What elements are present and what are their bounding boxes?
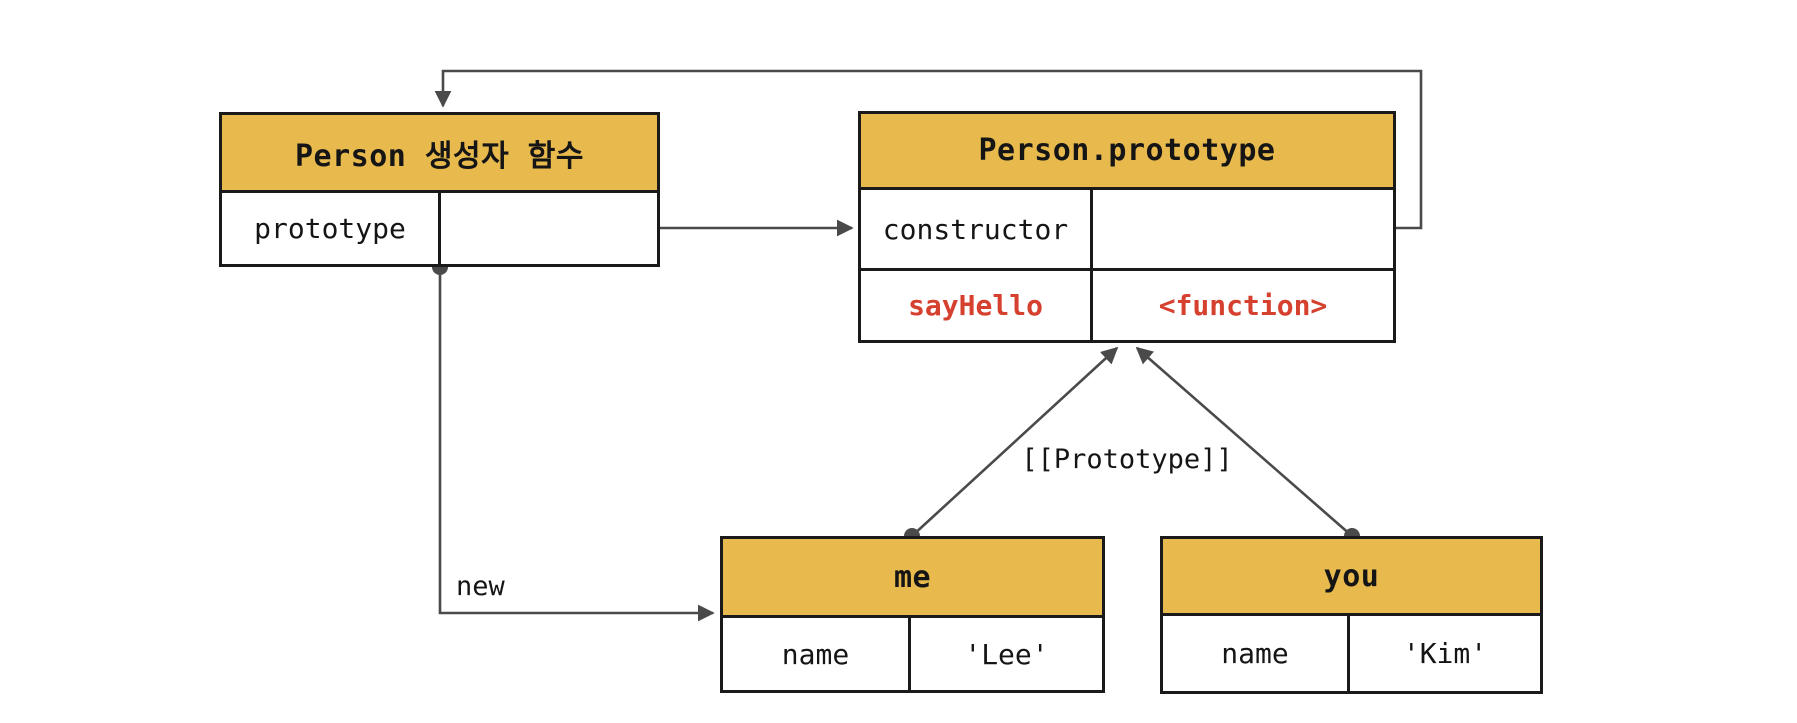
me-name-key-cell: name [723,618,911,690]
person-constructor-header: Person 생성자 함수 [222,115,657,193]
person-prototype-title: Person.prototype [978,133,1276,168]
me-instance-header: me [723,539,1102,618]
sayhello-key-cell: sayHello [861,271,1093,340]
constructor-value-cell [1093,190,1393,268]
prototype-key-cell: prototype [222,193,441,264]
prototype-link-label: [[Prototype]] [1021,444,1233,475]
you-instance-header: you [1163,539,1540,616]
you-name-key-cell: name [1163,616,1350,691]
person-prototype-box: Person.prototype constructor sayHello <f… [858,111,1396,343]
table-row: prototype [222,193,657,264]
table-row: constructor [861,190,1393,268]
prototype-value-cell [441,193,657,264]
person-constructor-title: Person 생성자 함수 [295,138,584,174]
person-constructor-box: Person 생성자 함수 prototype [219,112,660,267]
sayhello-value-cell: <function> [1158,289,1328,322]
new-instantiation-arrow [432,259,715,622]
table-row: name 'Lee' [723,618,1102,690]
you-instance-box: you name 'Kim' [1160,536,1543,694]
table-row: name 'Kim' [1163,616,1540,691]
me-instance-box: me name 'Lee' [720,536,1105,693]
me-instance-title: me [893,559,932,595]
you-name-value-cell: 'Kim' [1402,637,1488,670]
you-instance-title: you [1323,558,1380,594]
table-row: sayHello <function> [861,268,1393,340]
constructor-key-cell: constructor [861,190,1093,268]
me-name-value-cell: 'Lee' [964,637,1049,671]
person-prototype-header: Person.prototype [861,114,1393,190]
new-operator-label: new [456,571,505,602]
